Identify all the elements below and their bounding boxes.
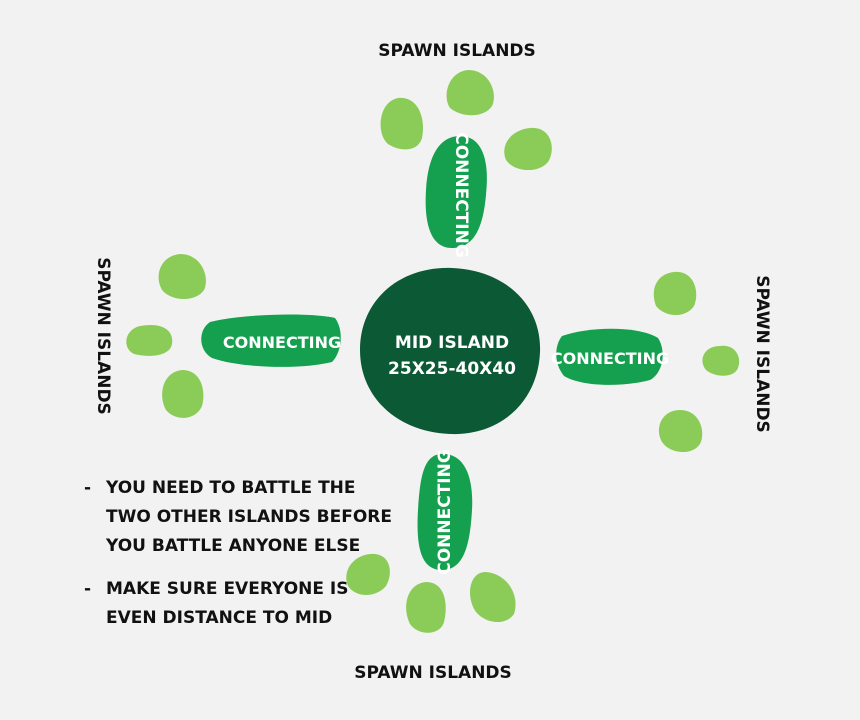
mid-island-label-line1: MID ISLAND bbox=[395, 333, 509, 353]
rules-notes: - YOU NEED TO BATTLE THE TWO OTHER ISLAN… bbox=[84, 474, 392, 647]
connecting-island-top bbox=[425, 136, 487, 248]
spawn-label-top: SPAWN ISLANDS bbox=[378, 41, 536, 61]
note-item: - YOU NEED TO BATTLE THE TWO OTHER ISLAN… bbox=[84, 474, 392, 561]
connecting-island-left bbox=[201, 314, 341, 367]
spawn-island-left-1 bbox=[158, 254, 206, 299]
connecting-label-left: CONNECTING bbox=[223, 333, 341, 352]
connecting-label-right: CONNECTING bbox=[551, 349, 669, 368]
spawn-label-bottom: SPAWN ISLANDS bbox=[354, 663, 512, 683]
connecting-label-top: CONNECTING bbox=[451, 132, 471, 258]
note-text: YOU NEED TO BATTLE THE TWO OTHER ISLANDS… bbox=[106, 478, 393, 556]
spawn-island-left-2 bbox=[126, 324, 173, 356]
mid-island bbox=[360, 267, 541, 435]
spawn-island-bottom-3 bbox=[470, 572, 516, 623]
spawn-island-top-2 bbox=[446, 70, 494, 116]
note-bullet: - bbox=[84, 478, 92, 498]
connecting-island-bottom bbox=[417, 453, 473, 570]
note-text: MAKE SURE EVERYONE IS EVEN DISTANCE TO M… bbox=[106, 579, 349, 628]
spawn-label-left: SPAWN ISLANDS bbox=[93, 257, 113, 415]
spawn-island-top-1 bbox=[380, 97, 423, 150]
spawn-island-bottom-2 bbox=[406, 582, 446, 633]
spawn-label-right: SPAWN ISLANDS bbox=[752, 275, 772, 433]
spawn-island-right-3 bbox=[658, 410, 703, 453]
connecting-label-bottom: CONNECTING bbox=[435, 449, 455, 575]
spawn-island-right-2 bbox=[702, 345, 740, 376]
connecting-island-right bbox=[556, 328, 663, 385]
spawn-island-left-3 bbox=[162, 370, 204, 418]
spawn-island-top-3 bbox=[504, 127, 552, 171]
spawn-island-bottom-1 bbox=[346, 553, 390, 595]
spawn-island-right-1 bbox=[653, 271, 697, 315]
note-bullet: - bbox=[84, 579, 92, 599]
mid-island-label-line2: 25X25-40X40 bbox=[388, 359, 516, 379]
note-item: - MAKE SURE EVERYONE IS EVEN DISTANCE TO… bbox=[84, 575, 392, 633]
